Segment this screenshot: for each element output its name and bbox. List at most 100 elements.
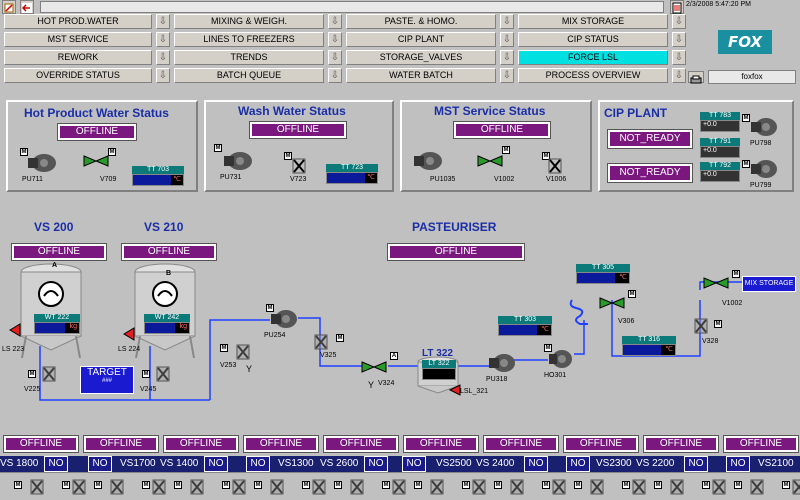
no-button[interactable]: NO	[88, 456, 112, 472]
down-arrow-icon[interactable]: ⇩	[500, 14, 514, 29]
homogeniser-icon[interactable]	[548, 348, 574, 370]
down-arrow-icon[interactable]: ⇩	[672, 50, 686, 65]
down-arrow-icon[interactable]: ⇩	[672, 32, 686, 47]
down-arrow-icon[interactable]: ⇩	[328, 68, 342, 83]
mix-storage-button[interactable]: MIX STORAGE	[742, 276, 796, 292]
level-switch-icon[interactable]	[8, 322, 22, 338]
valve-icon[interactable]	[236, 344, 250, 360]
nav-button-mixing-weigh[interactable]: MIXING & WEIGH.	[174, 14, 324, 29]
valve-icon[interactable]	[312, 479, 326, 495]
vessel-status-badge[interactable]: OFFLINE	[83, 435, 159, 453]
nav-button-mst-service[interactable]: MST SERVICE	[4, 32, 152, 47]
status-badge[interactable]: NOT_READY	[607, 163, 693, 183]
valve-icon[interactable]	[314, 334, 328, 350]
valve-icon[interactable]	[72, 479, 86, 495]
down-arrow-icon[interactable]: ⇩	[500, 50, 514, 65]
pump-icon[interactable]	[222, 150, 256, 172]
vs210-status[interactable]: OFFLINE	[121, 243, 217, 261]
back-icon[interactable]	[20, 0, 34, 14]
valve-icon[interactable]	[156, 366, 170, 382]
down-arrow-icon[interactable]: ⇩	[672, 68, 686, 83]
valve-icon[interactable]	[510, 479, 524, 495]
valve-icon[interactable]	[42, 366, 56, 382]
nav-button-cip-status[interactable]: CIP STATUS	[518, 32, 668, 47]
down-arrow-icon[interactable]: ⇩	[500, 68, 514, 83]
nav-button-force-lsl[interactable]: FORCE LSL	[518, 50, 668, 65]
tank-vs200[interactable]	[18, 262, 84, 358]
no-button[interactable]: NO	[524, 456, 548, 472]
valve-icon[interactable]	[350, 479, 364, 495]
valve-icon[interactable]	[110, 479, 124, 495]
pump-icon[interactable]	[750, 158, 780, 180]
down-arrow-icon[interactable]: ⇩	[672, 14, 686, 29]
printer-icon[interactable]	[688, 71, 704, 84]
down-arrow-icon[interactable]: ⇩	[328, 50, 342, 65]
valve-icon[interactable]	[476, 154, 504, 168]
nav-button-lines-to-freezers[interactable]: LINES TO FREEZERS	[174, 32, 324, 47]
pump-icon[interactable]	[26, 152, 60, 174]
valve-icon[interactable]	[360, 360, 388, 374]
nav-button-storage-valves[interactable]: STORAGE_VALVES	[346, 50, 496, 65]
nav-button-hot-prod-water[interactable]: HOT PROD.WATER	[4, 14, 152, 29]
level-switch-icon[interactable]	[122, 326, 136, 342]
vessel-status-badge[interactable]: OFFLINE	[3, 435, 79, 453]
valve-icon[interactable]	[232, 479, 246, 495]
vessel-status-badge[interactable]: OFFLINE	[243, 435, 319, 453]
valve-icon[interactable]	[792, 479, 800, 495]
valve-icon[interactable]	[702, 276, 730, 290]
vs200-status[interactable]: OFFLINE	[11, 243, 107, 261]
down-arrow-icon[interactable]: ⇩	[156, 50, 170, 65]
vessel-status-badge[interactable]: OFFLINE	[723, 435, 799, 453]
valve-icon[interactable]	[392, 479, 406, 495]
down-arrow-icon[interactable]: ⇩	[500, 32, 514, 47]
valve-icon[interactable]	[82, 154, 110, 168]
nav-button-rework[interactable]: REWORK	[4, 50, 152, 65]
vessel-status-badge[interactable]: OFFLINE	[643, 435, 719, 453]
valve-icon[interactable]	[694, 318, 708, 334]
target-display[interactable]: TARGET ###	[80, 366, 134, 394]
valve-icon[interactable]	[152, 479, 166, 495]
vessel-status-badge[interactable]: OFFLINE	[163, 435, 239, 453]
valve-icon[interactable]	[552, 479, 566, 495]
nav-button-cip-plant[interactable]: CIP PLANT	[346, 32, 496, 47]
no-button[interactable]: NO	[204, 456, 228, 472]
valve-icon[interactable]	[670, 479, 684, 495]
pump-icon[interactable]	[412, 150, 446, 172]
pump-icon[interactable]	[488, 352, 518, 374]
down-arrow-icon[interactable]: ⇩	[156, 32, 170, 47]
down-arrow-icon[interactable]: ⇩	[328, 14, 342, 29]
no-button[interactable]: NO	[684, 456, 708, 472]
status-badge[interactable]: OFFLINE	[453, 121, 551, 139]
nav-button-batch-queue[interactable]: BATCH QUEUE	[174, 68, 324, 83]
no-button[interactable]: NO	[566, 456, 590, 472]
valve-icon[interactable]	[548, 158, 562, 174]
valve-icon[interactable]	[472, 479, 486, 495]
no-button[interactable]: NO	[402, 456, 426, 472]
nav-button-water-batch[interactable]: WATER BATCH	[346, 68, 496, 83]
tank-vs210[interactable]	[132, 262, 198, 358]
no-button[interactable]: NO	[726, 456, 750, 472]
down-arrow-icon[interactable]: ⇩	[156, 14, 170, 29]
no-button[interactable]: NO	[246, 456, 270, 472]
vessel-status-badge[interactable]: OFFLINE	[323, 435, 399, 453]
nav-button-override-status[interactable]: OVERRIDE STATUS	[4, 68, 152, 83]
no-button[interactable]: NO	[364, 456, 388, 472]
valve-icon[interactable]	[30, 479, 44, 495]
edit-icon[interactable]	[2, 0, 16, 14]
status-badge[interactable]: OFFLINE	[57, 123, 137, 141]
valve-icon[interactable]	[590, 479, 604, 495]
vessel-status-badge[interactable]: OFFLINE	[563, 435, 639, 453]
valve-icon[interactable]	[430, 479, 444, 495]
no-button[interactable]: NO	[44, 456, 68, 472]
pasteuriser-status[interactable]: OFFLINE	[387, 243, 525, 261]
valve-icon[interactable]	[750, 479, 764, 495]
nav-button-paste-homo[interactable]: PASTE. & HOMO.	[346, 14, 496, 29]
vessel-status-badge[interactable]: OFFLINE	[483, 435, 559, 453]
level-switch-icon[interactable]	[448, 384, 462, 396]
pump-icon[interactable]	[270, 308, 300, 330]
valve-icon[interactable]	[632, 479, 646, 495]
valve-icon[interactable]	[292, 158, 306, 174]
down-arrow-icon[interactable]: ⇩	[156, 68, 170, 83]
vessel-status-badge[interactable]: OFFLINE	[403, 435, 479, 453]
nav-button-process-overview[interactable]: PROCESS OVERVIEW	[518, 68, 668, 83]
